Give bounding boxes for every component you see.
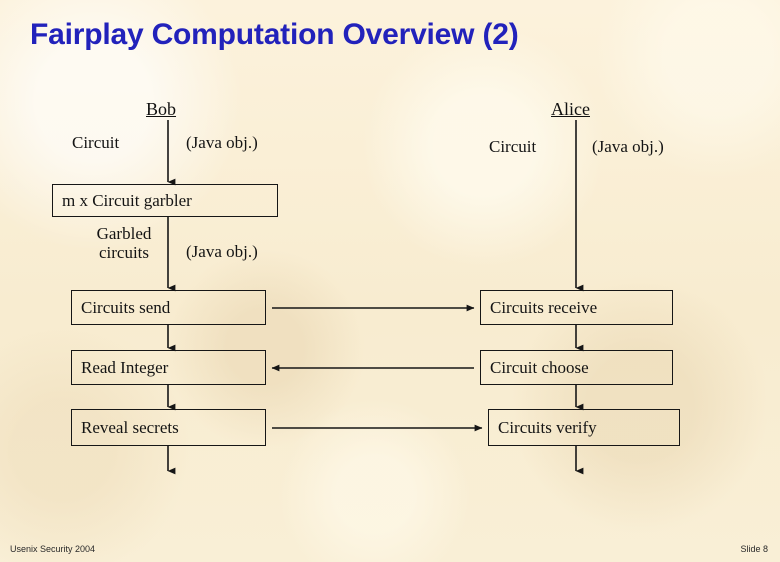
edge-label-bob-java-obj-1: (Java obj.) (186, 133, 258, 152)
process-box-circuit-garbler: m x Circuit garbler (52, 184, 278, 217)
edge-label-bob-java-obj-2: (Java obj.) (186, 242, 258, 261)
edge-label-bob-circuit: Circuit (72, 133, 120, 152)
footer-slide-number: Slide 8 (740, 544, 768, 554)
process-box-circuits-receive: Circuits receive (480, 290, 673, 325)
page-title: Fairplay Computation Overview (2) (30, 18, 519, 51)
process-box-reveal-secrets: Reveal secrets (71, 409, 266, 446)
edge-label-bob-garbled-circuits: Garbled circuits (96, 224, 152, 263)
party-heading-alice: Alice (551, 99, 590, 119)
process-box-circuits-send: Circuits send (71, 290, 266, 325)
edge-label-alice-circuit: Circuit (489, 137, 537, 156)
process-box-circuits-verify: Circuits verify (488, 409, 680, 446)
process-box-read-integer: Read Integer (71, 350, 266, 385)
party-heading-bob: Bob (146, 99, 177, 119)
footer-conference: Usenix Security 2004 (10, 544, 96, 554)
edge-label-alice-java-obj-1: (Java obj.) (592, 137, 664, 156)
process-box-circuit-choose: Circuit choose (480, 350, 673, 385)
